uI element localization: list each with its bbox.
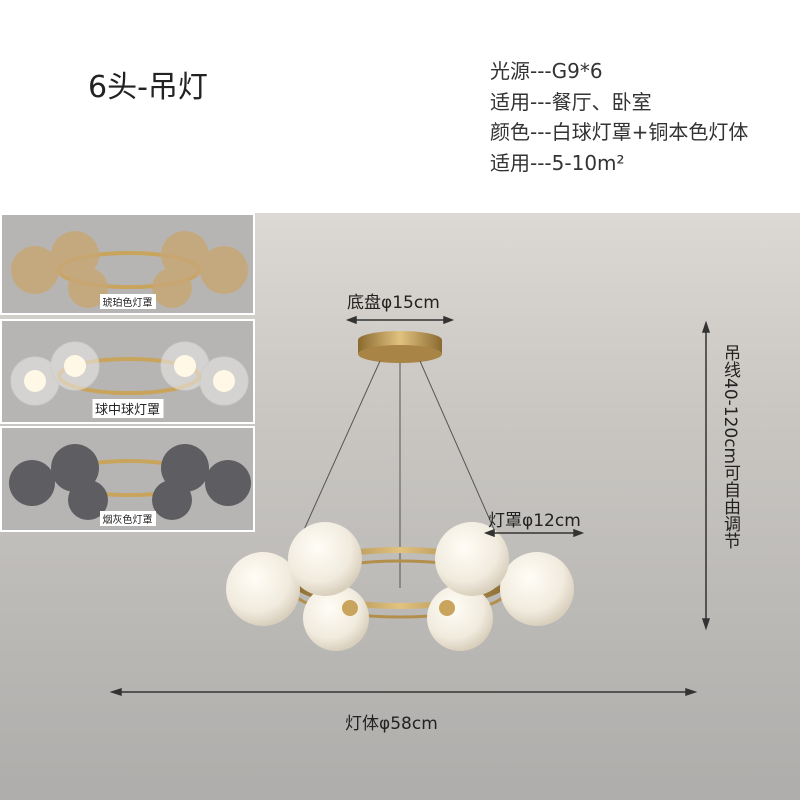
- variant-smoke-gray[interactable]: 烟灰色灯罩: [0, 426, 255, 532]
- variant-amber[interactable]: 琥珀色灯罩: [0, 213, 255, 315]
- spec-usage-room: 适用---餐厅、卧室: [490, 89, 652, 114]
- cable: [419, 360, 501, 544]
- variant-caption: 琥珀色灯罩: [99, 294, 156, 309]
- spec-list: 光源---G9*6 适用---餐厅、卧室 颜色---白球灯罩+铜本色灯体 适用-…: [490, 56, 748, 178]
- spec-area: 适用---5-10m²: [490, 150, 625, 175]
- variant-caption: 烟灰色灯罩: [99, 511, 156, 526]
- chandelier-illustration: [109, 315, 711, 697]
- variant-globe-in-globe[interactable]: 球中球灯罩: [0, 319, 255, 424]
- dimension-arrows: [109, 315, 711, 697]
- spec-light-source: 光源---G9*6: [490, 59, 603, 83]
- cable: [297, 360, 381, 544]
- canopy-dimension: 底盘φ15cm: [347, 293, 440, 313]
- globe: [226, 552, 300, 626]
- variant-caption: 球中球灯罩: [91, 399, 164, 418]
- product-photo: 琥珀色灯罩 球中球灯罩 烟灰色灯罩 底盘φ15cm 灯罩φ12cm 灯体φ58c…: [0, 213, 800, 800]
- shade-dimension: 灯罩φ12cm: [488, 511, 581, 531]
- globe: [288, 522, 362, 596]
- globe: [427, 585, 493, 651]
- product-title: 6头-吊灯: [88, 70, 208, 105]
- body-dimension: 灯体φ58cm: [345, 714, 438, 734]
- globe: [435, 522, 509, 596]
- spec-color: 颜色---白球灯罩+铜本色灯体: [490, 120, 749, 144]
- cable-dimension: 吊线40-120cm可自由调节: [720, 344, 740, 550]
- globe: [500, 552, 574, 626]
- globe: [303, 585, 369, 651]
